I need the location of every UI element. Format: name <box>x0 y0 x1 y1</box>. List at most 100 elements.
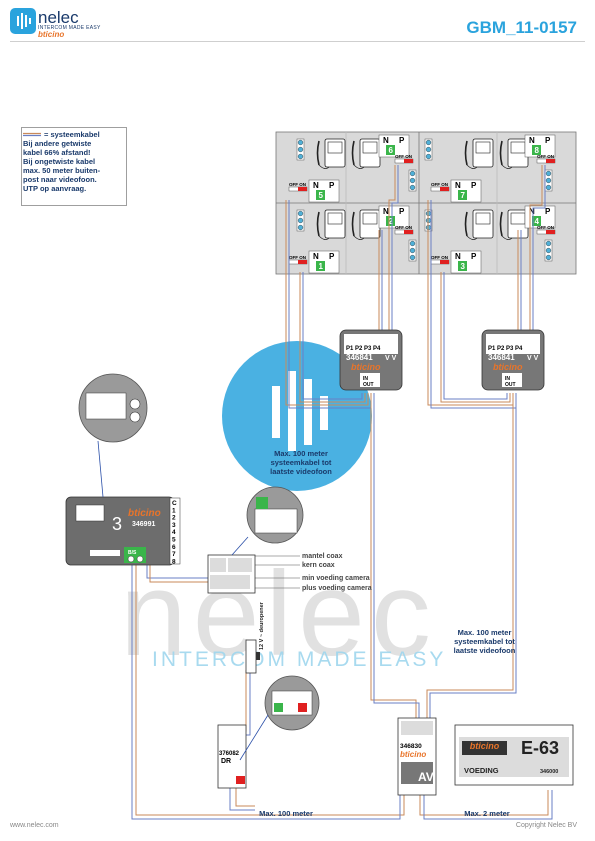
phone-terminal-n: N <box>313 252 319 261</box>
phone-switch: OFF ON <box>288 182 308 192</box>
footer-website: www.nelec.com <box>10 822 59 829</box>
psu-model: 346000 <box>540 769 559 775</box>
svg-text:bticino: bticino <box>400 750 426 759</box>
cable-note-line: UTP op aanvraag. <box>23 184 87 193</box>
phone-terminal-p: P <box>545 136 551 145</box>
svg-text:AV: AV <box>418 770 434 784</box>
phone-switch-knob <box>440 260 449 264</box>
phone-switch: OFF ON <box>430 255 450 265</box>
distance-line: systeemkabel tot <box>270 458 332 467</box>
relay-zoom-callout <box>239 675 320 761</box>
terminal-block-icon <box>408 169 417 192</box>
terminal-block-icon <box>296 209 305 232</box>
phone-switch: OFF ON <box>536 225 556 235</box>
panel-zoom-callout <box>78 373 148 498</box>
phone-switch-label: OFF ON <box>537 225 554 230</box>
distance-line: laatste videofoon <box>453 646 516 655</box>
panel-terminal-label: 5 <box>172 537 176 544</box>
svg-text:346841: 346841 <box>346 353 373 362</box>
svg-text:346841: 346841 <box>488 353 515 362</box>
cable-legend-icon <box>23 132 41 137</box>
svg-text:V V: V V <box>385 355 397 362</box>
phone-terminal-p: P <box>471 252 477 261</box>
phone-number: 3 <box>461 262 466 271</box>
phone-number: 6 <box>389 146 394 155</box>
phone-switch-knob <box>298 260 307 264</box>
phone-terminal-n: N <box>455 252 461 261</box>
svg-text:P1 P2 P3 P4: P1 P2 P3 P4 <box>346 346 381 352</box>
phone-terminal-p: P <box>399 207 405 216</box>
phone-switch: OFF ON <box>430 182 450 192</box>
distributor-left: P1 P2 P3 P4 346841 V V bticino IN OUT <box>339 329 403 391</box>
terminal-block-icon <box>408 239 417 262</box>
phone-switch-label: OFF ON <box>289 182 306 187</box>
header-divider <box>10 41 585 42</box>
terminal-block-icon <box>424 138 433 161</box>
svg-text:bticino: bticino <box>493 362 523 372</box>
outdoor-panel: bticino 346991 3 B/S <box>65 496 181 566</box>
distance-line: systeemkabel tot <box>454 637 515 646</box>
document-code: GBM_11-0157 <box>466 18 577 37</box>
phone-terminal-p: P <box>471 181 477 190</box>
distance-line: Max. 100 meter <box>274 449 328 458</box>
phone-number-badge <box>458 190 467 200</box>
cable-note-line: post naar videofoon. <box>23 175 97 184</box>
phone-switch-knob <box>546 230 555 234</box>
phone-terminal: N P1 <box>308 250 340 274</box>
panel-terminal-label: 7 <box>172 551 176 558</box>
terminal-block-icon <box>544 239 553 262</box>
distance-line: laatste videofoon <box>270 467 332 476</box>
phone-number: 4 <box>535 217 540 226</box>
phone-number-badge <box>386 145 395 155</box>
phone-terminal-p: P <box>399 136 405 145</box>
phone-number-badge <box>386 216 395 226</box>
svg-text:3: 3 <box>112 514 122 534</box>
phone-terminal-n: N <box>383 136 389 145</box>
relay-module: 376082 DR <box>217 724 247 789</box>
svg-text:bticino: bticino <box>128 508 161 519</box>
phone-terminal: N P3 <box>450 250 482 274</box>
phone-switch-label: OFF ON <box>289 255 306 260</box>
phone-switch-label: OFF ON <box>395 225 412 230</box>
distance-label: Max. 100 meter systeemkabel tot laatste … <box>437 628 532 655</box>
cable-note-line: Bij ongetwiste kabel <box>23 157 96 166</box>
door-opener-icon <box>245 639 260 674</box>
svg-text:346830: 346830 <box>400 743 422 750</box>
phone-terminal-n: N <box>455 181 461 190</box>
phone-terminal: N P2 <box>378 205 410 229</box>
phone-switch-knob <box>546 159 555 163</box>
psu-brand: bticino <box>469 741 500 751</box>
phone-number: 2 <box>389 217 394 226</box>
nelec-logo-icon <box>10 8 36 34</box>
brand-name: nelec <box>38 8 79 27</box>
system-cables <box>131 165 553 820</box>
phone-number-badge <box>458 261 467 271</box>
phone-number-badge <box>532 145 541 155</box>
phone-terminal-p: P <box>329 252 335 261</box>
phone-switch-label: OFF ON <box>395 154 412 159</box>
cable-note-line: kabel 66% afstand! <box>23 148 91 157</box>
panel-terminal-label: 2 <box>172 515 176 522</box>
phone-number: 5 <box>319 191 324 200</box>
svg-text:376082: 376082 <box>219 751 240 757</box>
phone-number-badge <box>316 190 325 200</box>
phone-switch-knob <box>404 230 413 234</box>
brand-tagline: INTERCOM MADE EASY <box>38 25 101 31</box>
phone-switch: OFF ON <box>288 255 308 265</box>
phone-switch: OFF ON <box>394 225 414 235</box>
terminal-block-icon <box>544 169 553 192</box>
watermark-logo-icon <box>222 341 372 491</box>
panel-terminal-label: C <box>172 500 177 507</box>
phone-terminal-n: N <box>383 207 389 216</box>
svg-text:OUT: OUT <box>505 382 516 388</box>
phone-switch-label: OFF ON <box>537 154 554 159</box>
av-module: 346830 bticino AV <box>397 717 437 796</box>
phone-switch-label: OFF ON <box>431 182 448 187</box>
phone-number: 1 <box>319 262 324 271</box>
footer-copyright: Copyright Nelec BV <box>515 822 577 829</box>
phone-number: 8 <box>535 146 540 155</box>
